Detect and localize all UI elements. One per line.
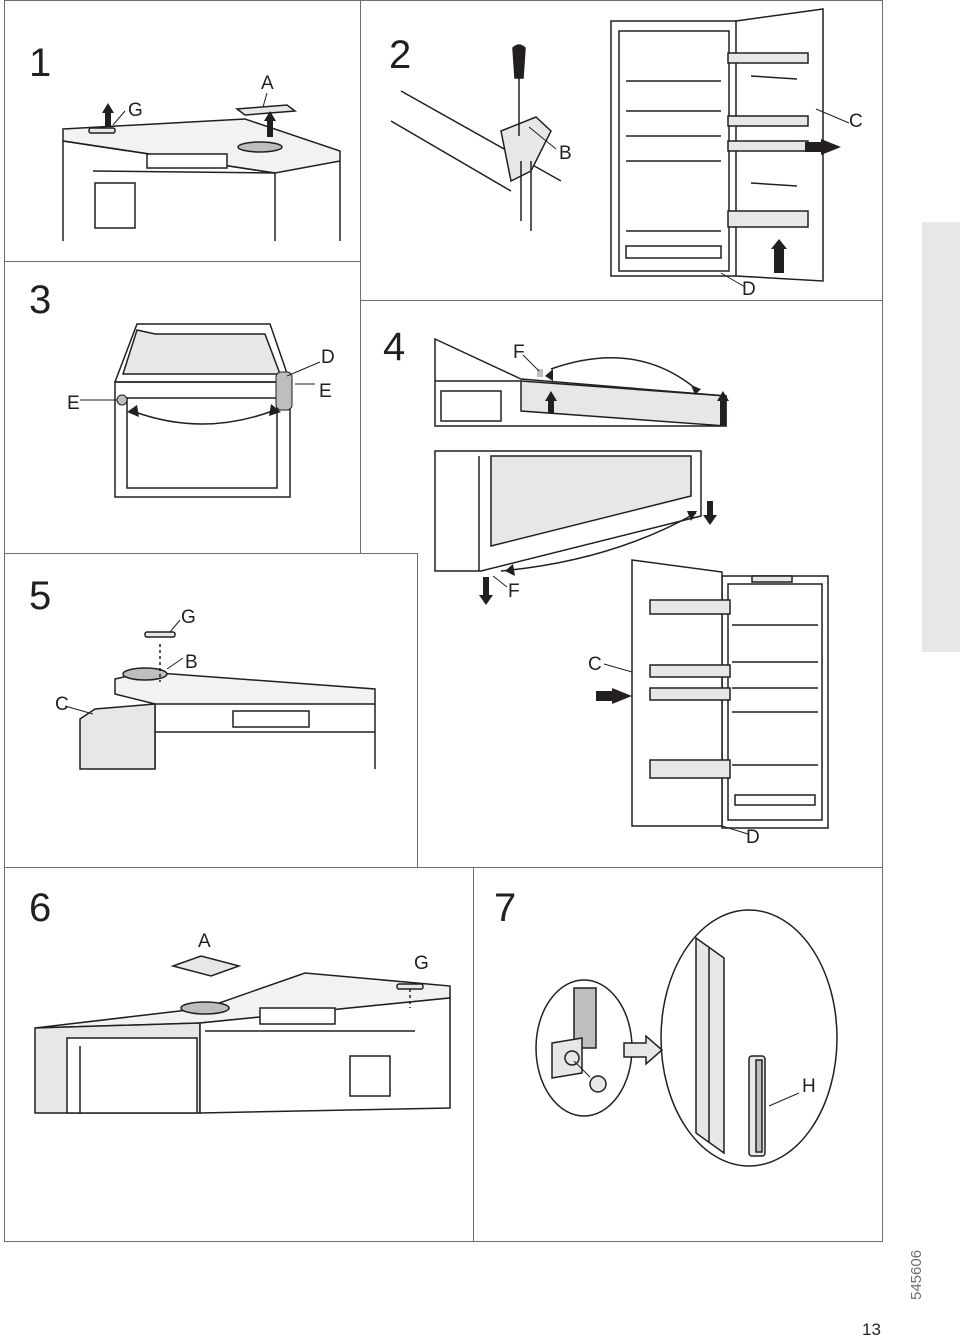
side-tab <box>922 222 960 652</box>
label-g: G <box>128 100 143 121</box>
step-1-panel: 1 G A <box>4 0 361 262</box>
label-f-top: F <box>513 342 525 363</box>
document-number: 545606 <box>908 1249 925 1300</box>
label-d: D <box>321 347 335 368</box>
label-c-left: C <box>55 694 69 715</box>
label-a: A <box>261 73 274 94</box>
label-c: C <box>849 111 863 132</box>
step-5-panel: 5 G B C <box>4 553 418 868</box>
label-h: H <box>802 1076 816 1097</box>
step-5-number: 5 <box>29 574 52 618</box>
step-5-illustration <box>64 619 376 770</box>
step-2-number: 2 <box>389 33 412 77</box>
step-1-number: 1 <box>29 41 52 85</box>
step-3-illustration <box>80 323 321 498</box>
step-7-illustration <box>535 909 838 1167</box>
step-2-illustration <box>390 8 850 288</box>
page-number: 13 <box>862 1320 881 1339</box>
step-6-illustration <box>34 955 451 1114</box>
step-4-illustration <box>434 337 729 605</box>
step-6-panel: 6 A G <box>4 867 474 1242</box>
label-g: G <box>414 953 429 974</box>
step-7-panel: 7 H <box>473 867 883 1242</box>
label-d: D <box>746 827 760 848</box>
label-f-bottom: F <box>508 581 520 602</box>
step-1-illustration <box>62 92 341 241</box>
label-g: G <box>181 607 196 628</box>
label-a: A <box>198 931 211 952</box>
label-e-right: E <box>319 381 332 402</box>
step-6-number: 6 <box>29 886 52 930</box>
label-c-right: C <box>588 654 602 675</box>
label-e-left: E <box>67 393 80 414</box>
step-7-number: 7 <box>494 886 517 930</box>
label-b: B <box>185 652 198 673</box>
step-4-number: 4 <box>383 325 406 369</box>
label-d: D <box>742 279 756 300</box>
label-b: B <box>559 143 572 164</box>
step-3-number: 3 <box>29 278 52 322</box>
step-2-panel: 2 B C D <box>360 0 883 301</box>
